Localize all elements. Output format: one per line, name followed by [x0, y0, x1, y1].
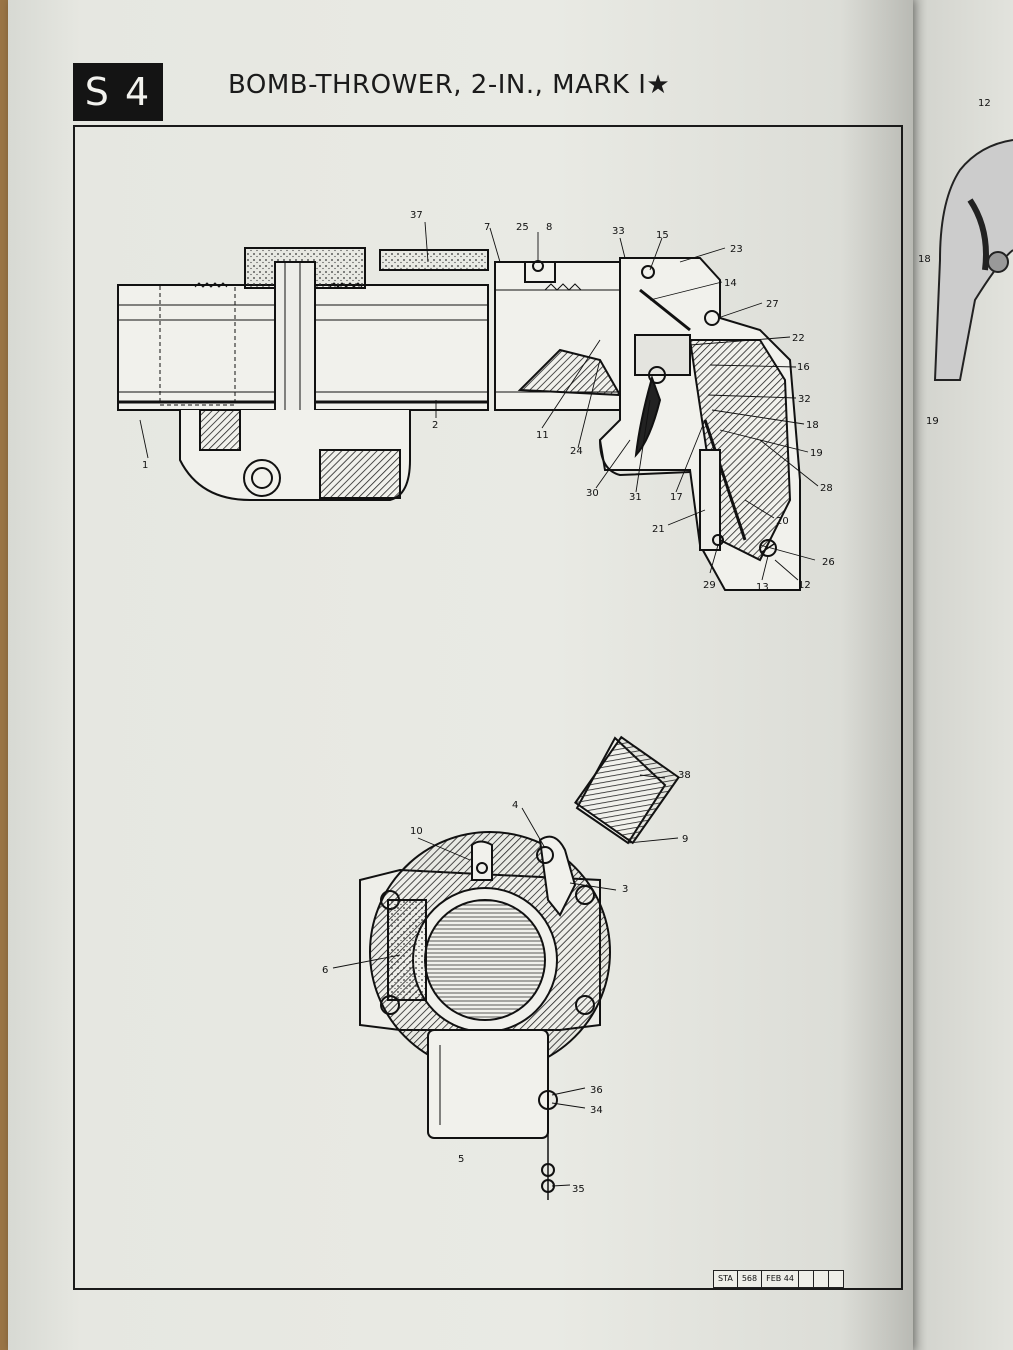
callout-label: 18	[806, 420, 819, 431]
callout-label: 31	[629, 492, 642, 503]
callout-label: 7	[484, 222, 490, 233]
callout-label: 35	[572, 1184, 585, 1195]
callout-label: 14	[724, 278, 737, 289]
callout-label: 10	[410, 826, 423, 837]
callout-label: 24	[570, 446, 583, 457]
top-figure-labels: 1 2 7 8 11 12 13 14 15 16 17 18 19 20 21…	[142, 210, 835, 593]
callout-label: 19	[926, 416, 939, 427]
document-stamp: STA 568 FEB 44	[713, 1270, 844, 1288]
section-badge: S 4	[73, 63, 163, 121]
figure-frame	[73, 125, 903, 1290]
callout-label: 2	[432, 420, 438, 431]
facing-page-labels: 12 18 19	[918, 98, 991, 427]
stamp-cell	[829, 1271, 843, 1287]
callout-label: 33	[612, 226, 625, 237]
callout-label: 4	[512, 800, 518, 811]
callout-label: 32	[798, 394, 811, 405]
callout-label: 25	[516, 222, 529, 233]
stamp-cell: FEB 44	[762, 1271, 799, 1287]
stamp-cell: 568	[738, 1271, 763, 1287]
page-title: BOMB-THROWER, 2-IN., MARK I★	[228, 70, 671, 100]
callout-label: 34	[590, 1105, 603, 1116]
callout-label: 12	[798, 580, 811, 591]
callout-label: 29	[703, 580, 716, 591]
callout-label: 8	[546, 222, 552, 233]
callout-label: 36	[590, 1085, 603, 1096]
stamp-cell	[799, 1271, 814, 1287]
callout-label: 21	[652, 524, 665, 535]
callout-label: 5	[458, 1154, 464, 1165]
callout-label: 22	[792, 333, 805, 344]
callout-label: 27	[766, 299, 779, 310]
callout-label: 12	[978, 98, 991, 109]
callout-label: 23	[730, 244, 743, 255]
callout-label: 11	[536, 430, 549, 441]
callout-label: 1	[142, 460, 148, 471]
callout-label: 38	[678, 770, 691, 781]
callout-label: 28	[820, 483, 833, 494]
callout-label: 16	[797, 362, 810, 373]
callout-label: 30	[586, 488, 599, 499]
stamp-cell: STA	[714, 1271, 738, 1287]
callout-label: 17	[670, 492, 683, 503]
callout-label: 18	[918, 254, 931, 265]
callout-label: 3	[622, 884, 628, 895]
callout-label: 20	[776, 516, 789, 527]
callout-label: 15	[656, 230, 669, 241]
bottom-figure-labels: 3 4 5 6 9 10 34 35 36 38	[322, 770, 691, 1195]
barrel-section-drawing	[117, 247, 801, 591]
callout-label: 13	[756, 582, 769, 593]
callout-label: 26	[822, 557, 835, 568]
facing-page-drawing	[933, 139, 1013, 381]
callout-label: 19	[810, 448, 823, 459]
end-view-drawing	[359, 735, 681, 1200]
stamp-cell	[814, 1271, 829, 1287]
callout-label: 37	[410, 210, 423, 221]
callout-label: 6	[322, 965, 328, 976]
callout-label: 9	[682, 834, 688, 845]
